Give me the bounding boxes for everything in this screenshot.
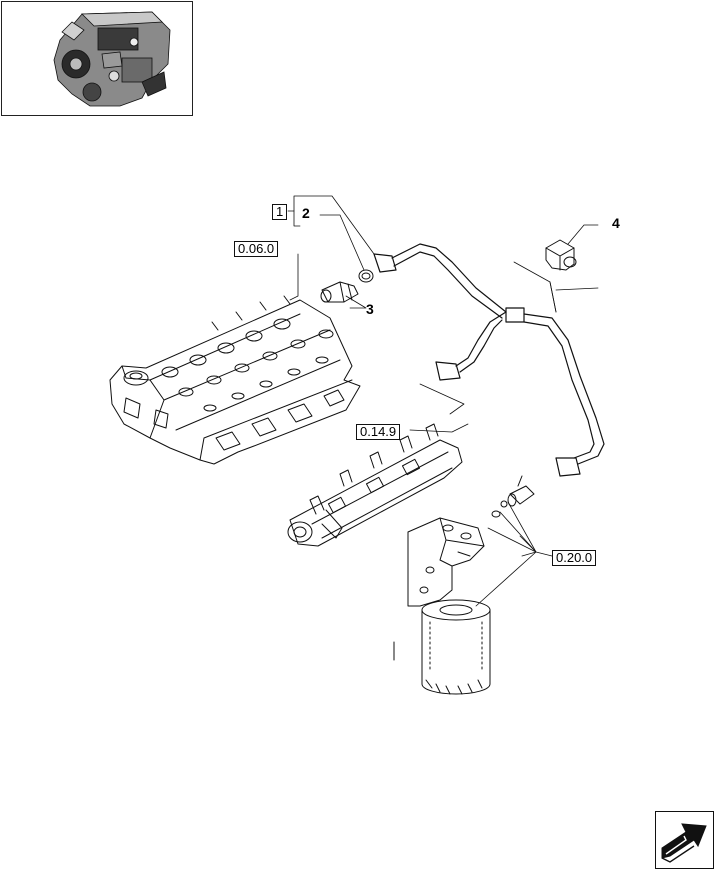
callout-3: 3 <box>366 301 374 317</box>
pipe-union <box>320 281 359 303</box>
engine-thumbnail-icon <box>53 11 171 107</box>
fuel-pipe <box>373 243 605 477</box>
fuel-filter <box>393 599 491 695</box>
fuel-rail <box>287 423 463 547</box>
ref-box-fuel-filter[interactable]: 0.20.0 <box>552 550 597 566</box>
ref-box-cylinder-head[interactable]: 0.06.0 <box>234 241 279 257</box>
bracket-fitting <box>491 475 535 518</box>
next-page-button[interactable] <box>655 811 714 869</box>
ref-box-callout-1: 1 <box>272 204 288 220</box>
ref-box-fuel-rail[interactable]: 0.14.9 <box>356 424 401 440</box>
engine-thumbnail <box>1 1 193 116</box>
sensor-part <box>545 239 577 271</box>
cylinder-head <box>109 295 361 465</box>
filter-bracket <box>407 517 485 607</box>
callout-4: 4 <box>612 215 620 231</box>
o-ring-gasket <box>358 269 374 283</box>
next-arrow-icon <box>661 823 707 863</box>
callout-2: 2 <box>302 205 310 221</box>
leader-lines <box>287 195 599 607</box>
